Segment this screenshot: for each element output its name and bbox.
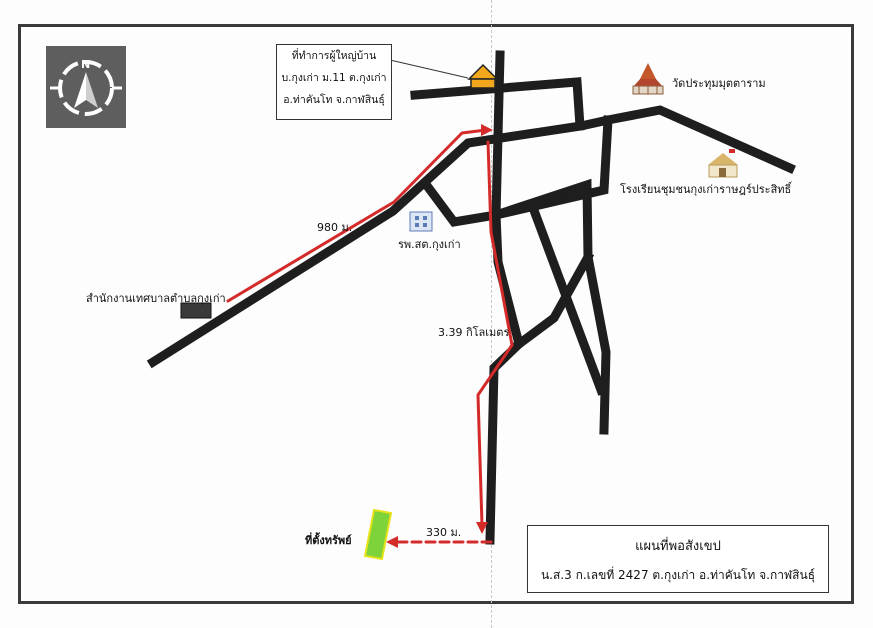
- hospital-label: รพ.สต.กุงเก่า: [398, 238, 461, 251]
- temple-icon: [632, 63, 664, 95]
- legend-title: แผนที่พอสังเขป: [635, 539, 721, 554]
- arrowhead-west: [386, 536, 398, 548]
- road-south-connector: [512, 250, 595, 351]
- property-label: ที่ตั้งทรัพย์: [305, 534, 352, 547]
- road-highway: [146, 105, 796, 369]
- compass-north-letter: N: [81, 58, 91, 71]
- road-network: [146, 50, 796, 545]
- hospital-icon: [409, 211, 433, 232]
- school-label: โรงเรียนชุมชนกุงเก่าราษฎร์ประสิทธิ์: [620, 183, 792, 196]
- route-arrowheads: [386, 124, 493, 548]
- legend-box: แผนที่พอสังเขป น.ส.3 ก.เลขที่ 2427 ต.กุง…: [527, 525, 829, 593]
- village-office-callout: ที่ทำการผู้ใหญ่บ้าน บ.กุงเก่า ม.11 ต.กุง…: [276, 44, 392, 120]
- fold-line: [491, 0, 492, 628]
- property-parcel: [363, 508, 393, 561]
- municipal-office-label: สำนักงานเทศบาลตำบลกุงเก่า: [86, 292, 226, 305]
- distance-label-main: 3.39 กิโลเมตร: [438, 326, 510, 339]
- school-icon: [708, 149, 738, 178]
- municipal-office-icon: [180, 302, 212, 319]
- road-main-vertical: [485, 50, 525, 545]
- temple-label: วัดประทุมมุตตาราม: [672, 77, 766, 90]
- compass-icon: [50, 60, 122, 116]
- route-paths: [226, 128, 514, 544]
- callout-line-2: บ.กุงเก่า ม.11 ต.กุงเก่า: [281, 72, 387, 84]
- callout-line-1: ที่ทำการผู้ใหญ่บ้าน: [291, 50, 377, 62]
- road-north-row: [410, 77, 585, 131]
- legend-subtitle: น.ส.3 ก.เลขที่ 2427 ต.กุงเก่า อ.ท่าคันโท…: [540, 568, 816, 582]
- road-diagonal: [526, 199, 607, 396]
- map-frame: [18, 24, 854, 604]
- callout-leader: [389, 59, 469, 79]
- compass-rose: N: [46, 46, 126, 128]
- arrowhead-south: [476, 522, 488, 534]
- route-from-office: [226, 128, 488, 303]
- distance-label-office: 980 ม.: [317, 221, 353, 234]
- arrowhead-north: [481, 124, 493, 136]
- route-south: [476, 140, 514, 527]
- callout-line-3: อ.ท่าคันโท จ.กาฬสินธุ์: [283, 94, 385, 106]
- distance-label-final: 330 ม.: [426, 526, 462, 539]
- house-icon: [467, 63, 499, 89]
